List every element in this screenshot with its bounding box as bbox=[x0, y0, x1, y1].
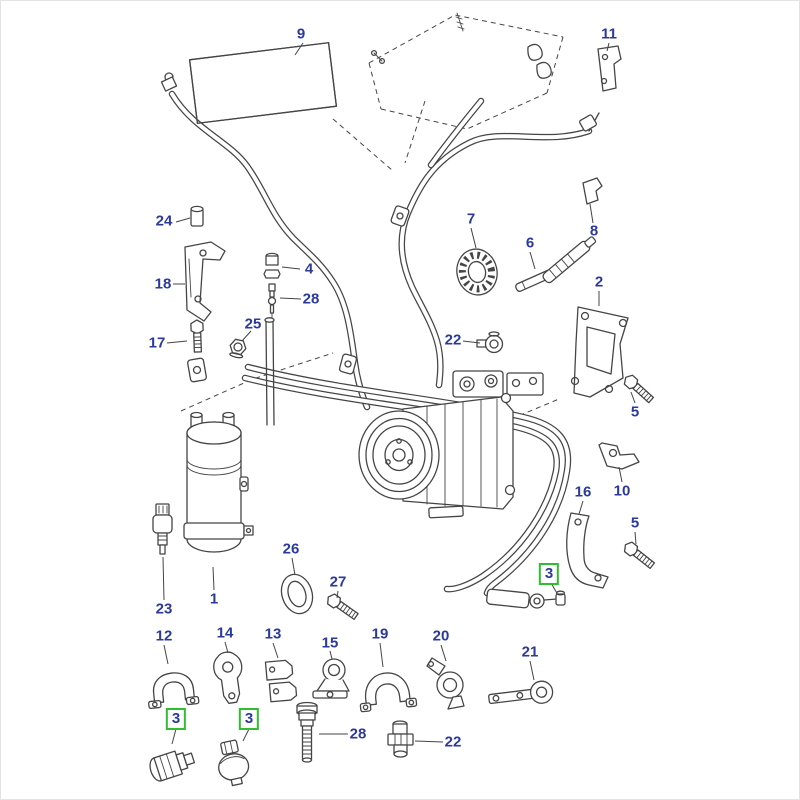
part-clip-8 bbox=[582, 177, 603, 205]
part-valve-3-left bbox=[149, 750, 196, 782]
panel-studs bbox=[370, 12, 552, 79]
callout-28-upper: 28 bbox=[302, 290, 320, 308]
callout-4: 4 bbox=[304, 260, 314, 278]
callout-24: 24 bbox=[155, 212, 173, 230]
callout-17: 17 bbox=[148, 334, 166, 352]
callout-14: 14 bbox=[216, 624, 234, 642]
compressor-assembly bbox=[358, 370, 544, 519]
callout-8: 8 bbox=[589, 222, 599, 240]
part-bushing-24 bbox=[190, 205, 204, 227]
hose-clamp-brackets bbox=[187, 205, 410, 383]
part-cap-4 bbox=[263, 252, 281, 279]
part-sensor-3-mid bbox=[218, 739, 250, 787]
part-oring-26 bbox=[280, 573, 314, 615]
part-bracket-clip-21 bbox=[488, 680, 554, 705]
part-pressure-switch-23 bbox=[152, 503, 173, 555]
callout-25: 25 bbox=[244, 315, 262, 333]
assembly-dashed-lines bbox=[180, 14, 564, 420]
part-receiver-drier-1 bbox=[183, 411, 254, 553]
callout-12: 12 bbox=[155, 627, 173, 645]
part-valve-core-28 bbox=[267, 283, 277, 319]
part-clip-13 bbox=[264, 659, 298, 703]
callout-5-upper: 5 bbox=[630, 403, 640, 421]
callout-5-lower: 5 bbox=[630, 514, 640, 532]
callout-3-bottom-left: 3 bbox=[165, 708, 187, 730]
part-clamp-19 bbox=[359, 672, 418, 713]
part-orifice-tube-8 bbox=[542, 177, 603, 284]
callout-22-upper: 22 bbox=[444, 331, 462, 349]
part-bolt-17 bbox=[190, 319, 204, 353]
callout-9: 9 bbox=[296, 25, 306, 43]
callout-10: 10 bbox=[613, 482, 631, 500]
part-bolt-5-lower bbox=[623, 541, 656, 570]
part-bracket-18 bbox=[184, 241, 226, 322]
part-bracket-11 bbox=[597, 45, 622, 92]
callout-11: 11 bbox=[601, 25, 617, 43]
callout-20: 20 bbox=[432, 627, 450, 645]
part-clamp-20 bbox=[426, 657, 465, 710]
callout-23: 23 bbox=[155, 600, 173, 618]
callout-16: 16 bbox=[574, 483, 592, 501]
part-pclip-15 bbox=[312, 658, 350, 699]
part-clamp-12 bbox=[148, 672, 200, 710]
callout-22-bottom: 22 bbox=[444, 733, 462, 751]
part-condenser-core bbox=[160, 42, 338, 124]
callout-19: 19 bbox=[371, 625, 389, 643]
part-service-valve-3-right bbox=[486, 588, 566, 609]
callout-26: 26 bbox=[282, 540, 300, 558]
refrigerant-hoses bbox=[168, 90, 600, 597]
part-clip-14 bbox=[213, 651, 243, 704]
part-grommet-7 bbox=[456, 248, 498, 296]
callout-15: 15 bbox=[321, 634, 339, 652]
callout-6: 6 bbox=[525, 234, 535, 252]
part-valve-22-bottom bbox=[387, 720, 414, 758]
callout-7: 7 bbox=[466, 210, 476, 228]
callout-18: 18 bbox=[154, 275, 172, 293]
callout-3-bottom-mid: 3 bbox=[238, 708, 260, 730]
part-valve-22-upper bbox=[476, 331, 504, 354]
part-stud-28-bottom bbox=[296, 701, 318, 763]
callout-28-bottom: 28 bbox=[349, 725, 367, 743]
part-bracket-2 bbox=[570, 306, 629, 398]
callout-21: 21 bbox=[521, 643, 539, 661]
part-clamp-10 bbox=[598, 442, 640, 470]
part-nut-25 bbox=[229, 338, 247, 359]
part-bolt-5-upper bbox=[623, 374, 655, 404]
callout-13: 13 bbox=[264, 625, 282, 643]
leader-lines bbox=[162, 42, 637, 745]
callout-2: 2 bbox=[594, 273, 604, 291]
callout-1: 1 bbox=[209, 590, 219, 608]
callout-3-right: 3 bbox=[538, 563, 560, 585]
part-bolt-27 bbox=[327, 593, 359, 621]
callout-27: 27 bbox=[329, 573, 347, 591]
part-bracket-16 bbox=[566, 512, 609, 589]
